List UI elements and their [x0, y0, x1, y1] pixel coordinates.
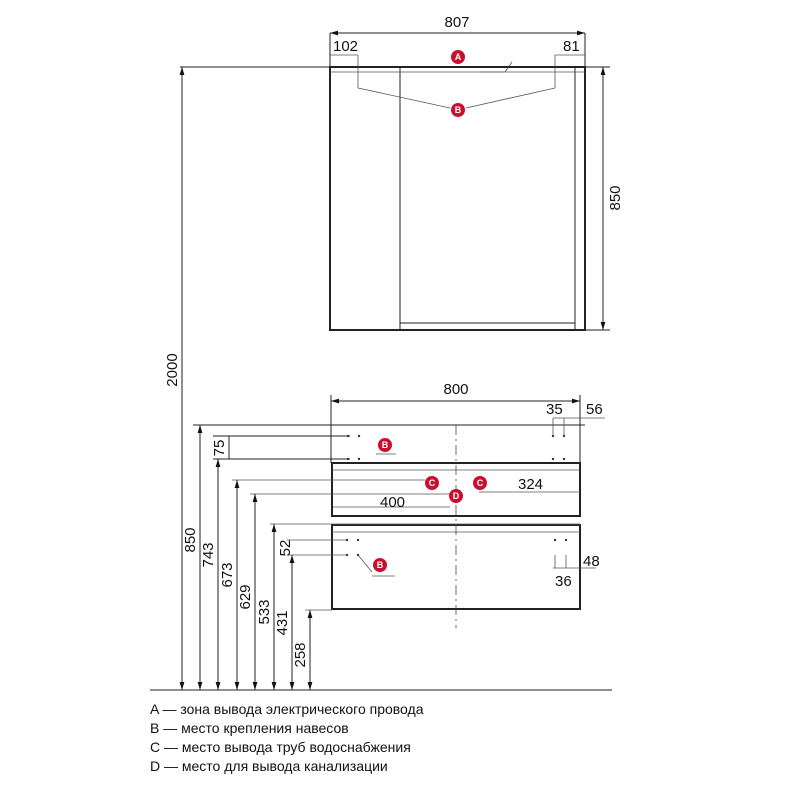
dim-total-height: 2000 [164, 353, 181, 386]
dim-mirror-left-offset: 102 [333, 38, 358, 55]
legend: A — зона вывода электрического провода B… [150, 700, 424, 776]
dim-h743: 743 [200, 542, 217, 567]
dim-drain-offset: 400 [380, 494, 405, 511]
marker-b-top: B [378, 438, 392, 452]
dim-h673: 673 [219, 562, 236, 587]
marker-d: D [449, 489, 463, 503]
dim-h533: 533 [256, 599, 273, 624]
mirror-cabinet [329, 55, 586, 331]
marker-c-left: C [425, 476, 439, 490]
marker-c-right: C [473, 476, 487, 490]
dim-hinge-right-36: 36 [555, 573, 572, 590]
dim-h431: 431 [274, 610, 291, 635]
dim-hinge-gap-top: 75 [211, 440, 228, 457]
height-dimensions [197, 425, 313, 690]
dim-h629: 629 [237, 584, 254, 609]
svg-text:B: B [455, 105, 462, 115]
marker-b-mirror: B [451, 103, 465, 117]
dim-hinge-right-35: 35 [546, 401, 563, 418]
dim-cabinet-width: 800 [443, 381, 468, 398]
svg-text:C: C [477, 478, 484, 488]
marker-a: A [451, 50, 465, 64]
legend-item-b: B — место крепления навесов [150, 720, 349, 736]
dim-h850: 850 [182, 527, 199, 552]
dim-hinge-right-48: 48 [583, 553, 600, 570]
svg-text:D: D [453, 491, 460, 501]
dim-h258: 258 [292, 642, 309, 667]
svg-text:A: A [455, 52, 462, 62]
dim-mirror-right-offset: 81 [563, 38, 580, 55]
legend-item-d: D — место для вывода канализации [150, 758, 388, 774]
dim-mirror-height: 850 [607, 185, 624, 210]
legend-item-c: C — место вывода труб водоснабжения [150, 739, 411, 755]
legend-item-a: A — зона вывода электрического провода [150, 701, 424, 717]
dim-mirror-width: 807 [444, 14, 469, 31]
dim-pipe-offset: 324 [518, 476, 543, 493]
svg-text:B: B [382, 440, 389, 450]
marker-b-bottom: B [373, 558, 387, 572]
dim-hinge-gap-bottom: 52 [277, 540, 294, 557]
svg-text:C: C [429, 478, 436, 488]
dim-hinge-right-56: 56 [586, 401, 603, 418]
svg-text:B: B [377, 560, 384, 570]
